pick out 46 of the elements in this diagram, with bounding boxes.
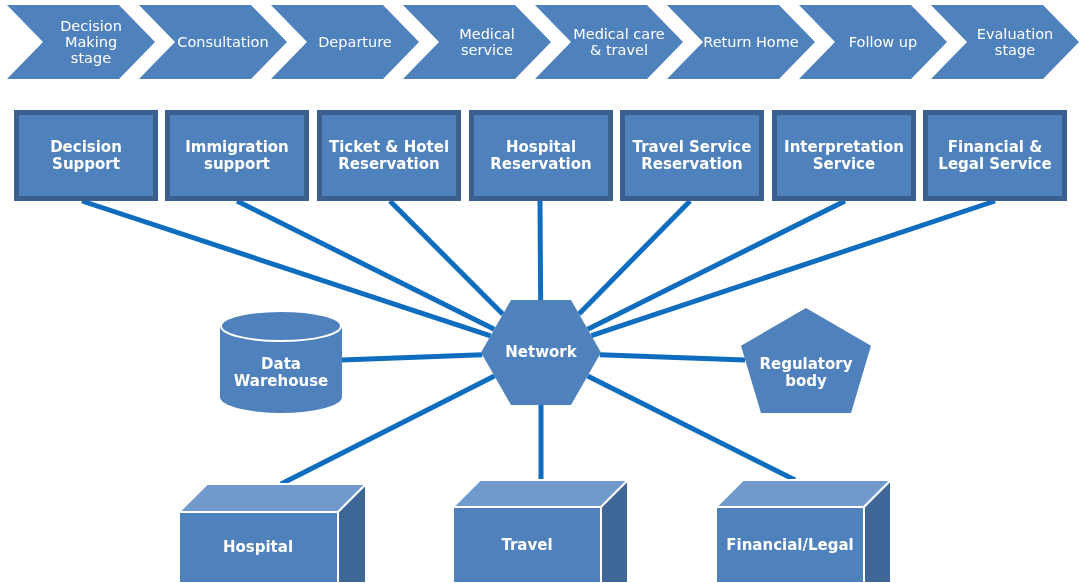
database-cylinder <box>220 310 342 413</box>
connector-line <box>590 198 996 339</box>
node-label: Decision Making stage <box>59 17 123 67</box>
service-box <box>620 110 764 201</box>
node-label: Follow up <box>848 33 918 51</box>
node-label: Ticket & Hotel Reservation <box>327 138 451 173</box>
connector-line <box>388 199 505 316</box>
process-step <box>799 5 947 79</box>
process-step <box>535 5 683 79</box>
process-step <box>667 5 815 79</box>
connector-line <box>577 199 692 316</box>
node-label: Medical care & travel <box>572 25 666 59</box>
connector-line <box>538 405 544 480</box>
node-label: Consultation <box>177 33 269 51</box>
connector-line <box>235 198 496 332</box>
service-box <box>469 110 613 201</box>
connector-line <box>599 352 746 363</box>
node-label: Travel Service Reservation <box>631 138 753 173</box>
node-label: Network <box>505 344 577 361</box>
node-label: Decision Support <box>49 138 123 173</box>
connector-line <box>81 198 492 339</box>
process-step <box>7 5 155 79</box>
connector-line <box>341 352 483 363</box>
node-label: Immigration support <box>184 138 290 173</box>
process-step <box>931 5 1079 79</box>
node-label: Departure <box>318 33 392 51</box>
node-label: Data Warehouse <box>232 355 330 390</box>
service-box <box>165 110 309 201</box>
connector-line <box>586 198 847 332</box>
node-label: Interpretation Service <box>783 138 905 173</box>
pentagon <box>741 308 871 413</box>
node-label: Financial & Legal Service <box>937 138 1053 173</box>
process-step <box>271 5 419 79</box>
node-label: Hospital Reservation <box>489 138 593 173</box>
node-label: Medical service <box>458 25 516 59</box>
process-step <box>139 5 287 79</box>
service-box <box>923 110 1067 201</box>
node-label: Evaluation stage <box>975 25 1055 59</box>
service-box <box>14 110 158 201</box>
service-box <box>317 110 461 201</box>
node-label: Return Home <box>703 33 799 51</box>
node-label: Regulatory body <box>758 356 854 390</box>
connector-line <box>537 201 544 300</box>
service-box <box>772 110 916 201</box>
hexagon <box>481 300 601 405</box>
process-step <box>403 5 551 79</box>
